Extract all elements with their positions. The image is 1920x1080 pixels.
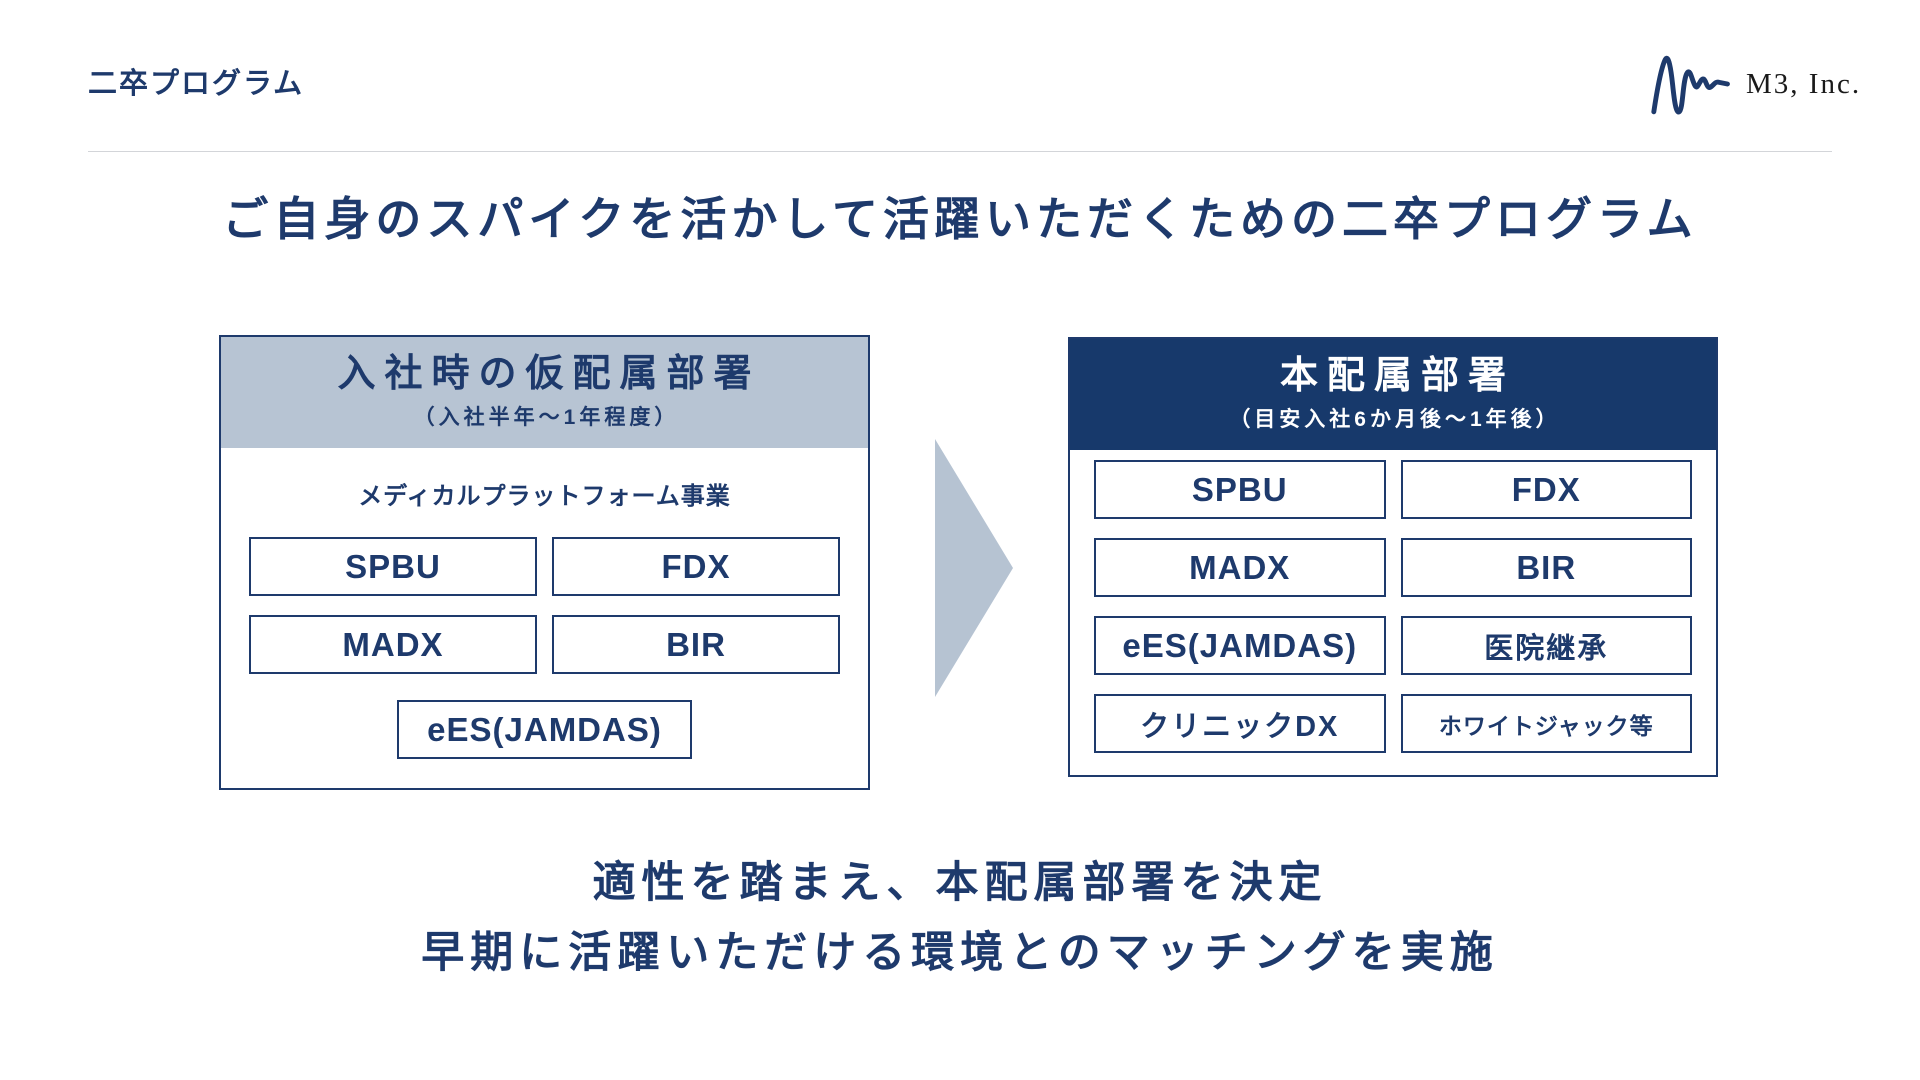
left-dept-box-bir: BIR: [552, 615, 840, 674]
left-dept-box-spbu: SPBU: [249, 537, 537, 596]
provisional-assignment-header: 入社時の仮配属部署 （入社半年〜1年程度）: [221, 337, 868, 448]
left-dept-box-madx: MADX: [249, 615, 537, 674]
footer-line-1: 適性を踏まえ、本配属部署を決定: [592, 859, 1328, 907]
right-dept-box-madx: MADX: [1094, 538, 1386, 597]
footer-message: 適性を踏まえ、本配属部署を決定 早期に活躍いただける環境とのマッチングを実施: [0, 848, 1920, 988]
final-assignment-box: 本配属部署 （目安入社6か月後〜1年後） SPBU FDX MADX BIR e…: [1068, 337, 1718, 777]
final-assignment-subtitle: （目安入社6か月後〜1年後）: [1229, 407, 1561, 431]
arrow-right-icon: [935, 439, 1013, 697]
provisional-assignment-body: メディカルプラットフォーム事業 SPBU FDX MADX BIR eES(JA…: [221, 448, 868, 759]
final-assignment-header: 本配属部署 （目安入社6か月後〜1年後）: [1070, 339, 1716, 450]
right-dept-box-fdx: FDX: [1400, 460, 1692, 519]
final-assignment-body: SPBU FDX MADX BIR eES(JAMDAS) 医院継承 クリニック…: [1070, 450, 1716, 753]
header-divider: [88, 151, 1832, 152]
provisional-assignment-title: 入社時の仮配属部署: [337, 353, 761, 396]
right-dept-box-whitejack: ホワイトジャック等: [1400, 694, 1692, 753]
footer-line-2: 早期に活躍いただける環境とのマッチングを実施: [421, 929, 1499, 977]
provisional-dept-grid: SPBU FDX MADX BIR: [249, 537, 840, 674]
provisional-assignment-subtitle: （入社半年〜1年程度）: [413, 405, 680, 429]
right-dept-box-spbu: SPBU: [1094, 460, 1386, 519]
right-dept-box-ees-jamdas: eES(JAMDAS): [1094, 616, 1386, 675]
page-title: 二卒プログラム: [88, 68, 305, 100]
final-assignment-title: 本配属部署: [1279, 355, 1515, 398]
m3-logo-text: M3, Inc.: [1746, 67, 1862, 100]
m3-logo: M3, Inc.: [1648, 48, 1861, 120]
medical-platform-label: メディカルプラットフォーム事業: [358, 483, 731, 510]
right-dept-box-clinic-dx: クリニックDX: [1094, 694, 1386, 753]
right-dept-box-bir: BIR: [1400, 538, 1692, 597]
right-dept-box-iin-keisho: 医院継承: [1400, 616, 1692, 675]
provisional-dept-center-row: eES(JAMDAS): [249, 700, 840, 759]
provisional-assignment-box: 入社時の仮配属部署 （入社半年〜1年程度） メディカルプラットフォーム事業 SP…: [219, 335, 870, 790]
left-dept-box-ees-jamdas: eES(JAMDAS): [397, 700, 692, 759]
left-dept-box-fdx: FDX: [552, 537, 840, 596]
slide-title: ご自身のスパイクを活かして活躍いただくための二卒プログラム: [222, 193, 1698, 245]
final-dept-grid: SPBU FDX MADX BIR eES(JAMDAS) 医院継承 クリニック…: [1094, 460, 1692, 753]
m3-logo-squiggle-icon: [1651, 55, 1730, 115]
